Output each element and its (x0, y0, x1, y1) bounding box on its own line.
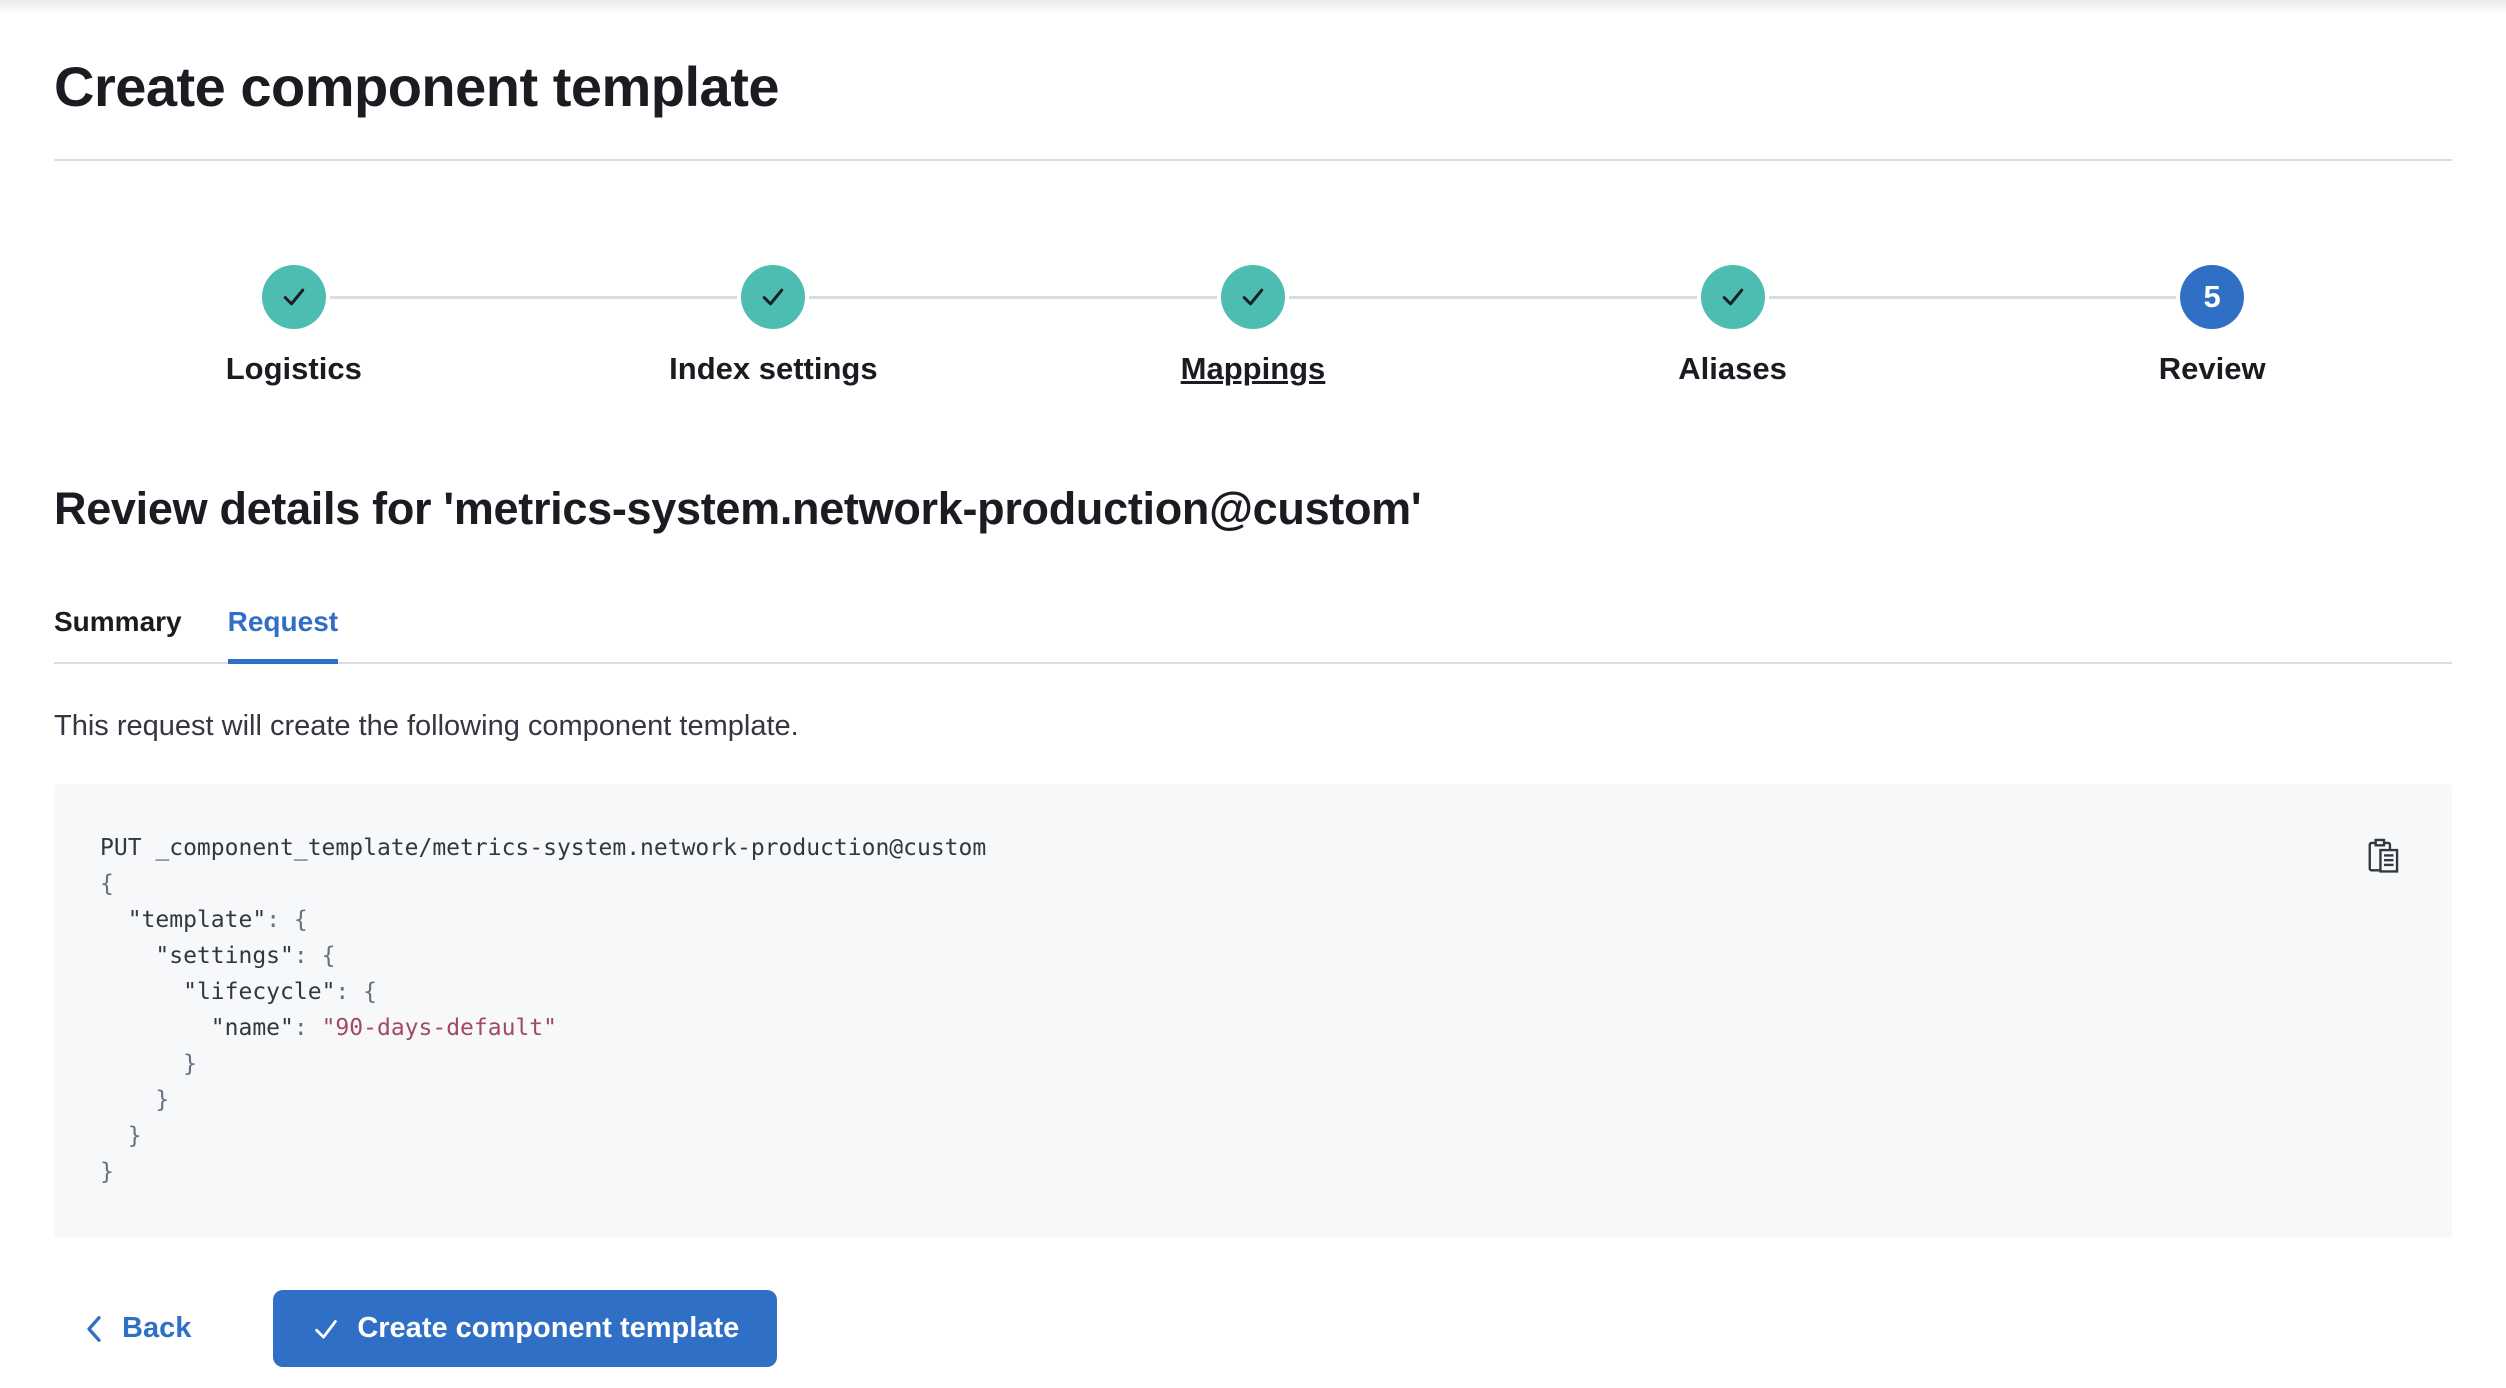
step-index-settings[interactable]: Index settings (533, 265, 1014, 387)
copy-clipboard-icon (2368, 838, 2399, 873)
step-label: Mappings (1180, 351, 1326, 386)
step-connector (1972, 296, 2177, 299)
create-button-label: Create component template (357, 1312, 740, 1344)
step-connector (1492, 296, 1697, 299)
tab-request[interactable]: Request (227, 605, 339, 664)
create-component-template-page: Create component template Logistics Inde… (0, 54, 2506, 1367)
review-tabs: Summary Request (54, 605, 2452, 664)
request-description: This request will create the following c… (54, 710, 799, 742)
review-heading: Review details for 'metrics-system.netwo… (54, 483, 1422, 534)
footer-actions: Back Create component template (54, 1290, 2452, 1367)
step-review[interactable]: 5 Review (1972, 265, 2452, 387)
check-icon (315, 1319, 338, 1338)
step-connector (329, 296, 534, 299)
check-icon (1242, 288, 1264, 306)
check-icon (763, 288, 784, 306)
step-circle-complete (1220, 265, 1285, 329)
check-icon (283, 288, 305, 306)
step-label: Index settings (669, 351, 878, 386)
step-connector (1768, 296, 1973, 299)
wizard-stepper: Logistics Index settings Mappings (54, 265, 2452, 387)
back-button-label: Back (122, 1312, 192, 1344)
step-circle-complete (741, 265, 806, 329)
step-label: Review (2158, 351, 2266, 386)
step-number: 5 (2203, 279, 2221, 314)
copy-button[interactable] (2364, 836, 2404, 876)
step-label: Aliases (1678, 351, 1787, 386)
step-circle-complete (1700, 265, 1765, 329)
chevron-left-icon (87, 1315, 101, 1342)
back-button[interactable]: Back (66, 1302, 207, 1355)
step-logistics[interactable]: Logistics (54, 265, 534, 387)
step-mappings[interactable]: Mappings (1013, 265, 1493, 387)
step-label: Logistics (225, 351, 362, 386)
step-circle-current: 5 (2180, 265, 2245, 329)
step-connector (1288, 296, 1493, 299)
step-circle-complete (261, 265, 326, 329)
top-scroll-shadow (0, 0, 2506, 14)
step-connector (1013, 296, 1217, 299)
request-code: PUT _component_template/metrics-system.n… (100, 835, 987, 1185)
title-divider (54, 159, 2452, 161)
step-connector (533, 296, 738, 299)
tab-summary[interactable]: Summary (54, 606, 182, 637)
page-title: Create component template (54, 55, 780, 118)
check-icon (1722, 288, 1743, 306)
step-connector (809, 296, 1014, 299)
request-code-block: PUT _component_template/metrics-system.n… (54, 784, 2452, 1238)
create-component-template-button[interactable]: Create component template (273, 1290, 778, 1367)
step-aliases[interactable]: Aliases (1492, 265, 1973, 387)
